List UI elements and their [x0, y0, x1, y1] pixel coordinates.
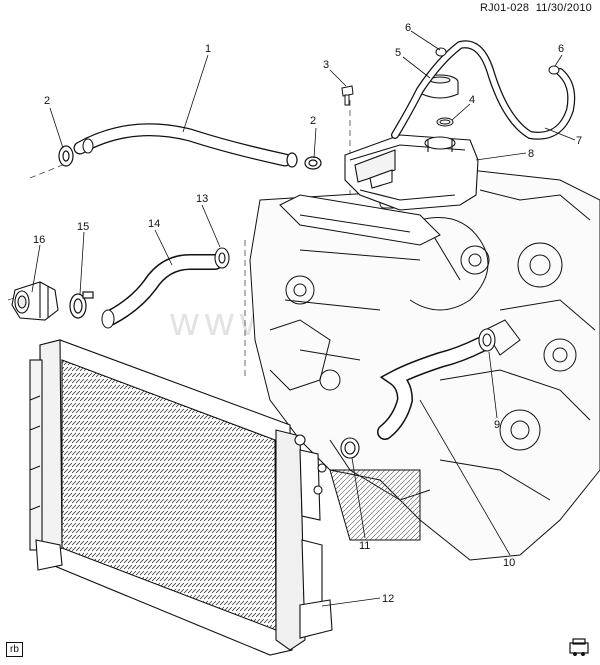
callout-6-left: 6	[405, 22, 411, 34]
mount-bracket	[279, 194, 441, 246]
lower-radiator-hose	[101, 254, 223, 329]
callout-7: 7	[576, 135, 582, 147]
engine-outlet-hose	[377, 337, 488, 440]
bolt	[341, 85, 354, 106]
callout-9: 9	[494, 419, 500, 431]
callout-2-left: 2	[44, 95, 50, 107]
callout-15: 15	[77, 221, 89, 233]
upper-radiator-hose	[73, 123, 292, 167]
callout-5: 5	[395, 47, 401, 59]
surge-tank-vent-hose	[391, 40, 576, 140]
thermostat-housing	[11, 281, 59, 321]
hose-clamp	[58, 145, 322, 170]
callout-14: 14	[148, 218, 160, 230]
coolant-surge-tank	[344, 134, 479, 211]
vent-hose-clamp	[435, 47, 560, 75]
callout-3: 3	[323, 59, 329, 71]
callout-8: 8	[528, 148, 534, 160]
callout-2-right: 2	[310, 115, 316, 127]
callout-16: 16	[33, 234, 45, 246]
callout-13: 13	[196, 193, 208, 205]
hose-clamp-9	[478, 328, 496, 352]
callout-6-right: 6	[558, 43, 564, 55]
callout-1: 1	[205, 43, 211, 55]
hose-clamp-13	[214, 247, 230, 269]
callout-11: 11	[359, 540, 370, 552]
hose-clamp-11	[340, 437, 360, 459]
cap-seal	[436, 117, 454, 127]
diagram-id: RJ01-028	[479, 2, 530, 14]
thermostat-clamp	[69, 291, 94, 319]
corner-tag: rb	[6, 642, 23, 657]
diagram-header: RJ01-028 11/30/2010	[480, 2, 592, 14]
diagram-date: 11/30/2010	[535, 2, 592, 14]
callout-leaders	[31, 30, 576, 607]
callout-10: 10	[503, 557, 515, 569]
callout-4: 4	[469, 94, 475, 106]
callout-12: 12	[382, 593, 394, 605]
radiator	[29, 339, 333, 656]
vehicle-icon	[569, 638, 589, 656]
